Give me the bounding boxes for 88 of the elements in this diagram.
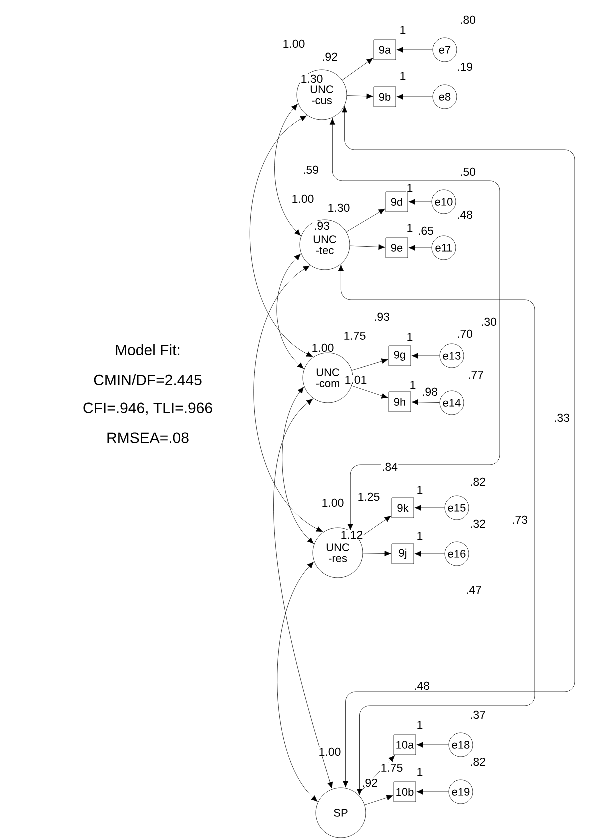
arrow bbox=[408, 199, 432, 205]
indicator-box: 9a bbox=[374, 40, 396, 60]
coefficient-label: 1 bbox=[406, 332, 414, 342]
coefficient-label: 1.25 bbox=[357, 492, 381, 502]
indicator-box: 9e bbox=[386, 238, 408, 258]
coefficient-label: .92 bbox=[321, 52, 339, 62]
arrow bbox=[414, 551, 445, 557]
arrow bbox=[396, 94, 433, 100]
coefficient-label: .70 bbox=[456, 329, 474, 339]
coefficient-label: 1 bbox=[416, 485, 424, 495]
coefficient-label: 1.75 bbox=[343, 331, 367, 341]
arrow bbox=[416, 742, 449, 748]
indicator-box: 9b bbox=[374, 86, 396, 108]
indicator-box: 9g bbox=[388, 346, 412, 366]
coefficient-label: 1 bbox=[406, 223, 414, 233]
coefficient-label: 1.75 bbox=[380, 763, 404, 773]
coefficient-label: .47 bbox=[465, 585, 483, 595]
coefficient-label: 1.00 bbox=[291, 194, 315, 204]
coefficient-label: .30 bbox=[480, 317, 498, 327]
coefficient-label: 1 bbox=[416, 767, 424, 777]
arrow bbox=[363, 550, 392, 557]
fit-statistic-text: RMSEA=.08 bbox=[108, 432, 189, 444]
indicator-box: 9k bbox=[392, 498, 414, 518]
coefficient-label: 1.12 bbox=[340, 530, 364, 540]
covariance-arrow bbox=[342, 106, 576, 788]
indicator-box: 9d bbox=[386, 192, 408, 212]
coefficient-label: .50 bbox=[459, 167, 477, 177]
coefficient-label: 1 bbox=[416, 531, 424, 541]
coefficient-label: .93 bbox=[313, 221, 331, 231]
covariance-arrow bbox=[338, 264, 536, 796]
arrow bbox=[412, 353, 440, 359]
coefficient-label: 1.01 bbox=[344, 375, 368, 385]
covariance-arrow bbox=[274, 398, 334, 789]
coefficient-label: .77 bbox=[467, 370, 485, 380]
coefficient-label: 1.00 bbox=[282, 39, 306, 49]
covariance-arrow bbox=[254, 266, 324, 532]
coefficient-label: .59 bbox=[302, 165, 320, 175]
coefficient-label: .65 bbox=[417, 226, 435, 236]
arrow bbox=[412, 400, 440, 406]
covariance-arrow bbox=[250, 116, 314, 358]
indicator-box: 10b bbox=[394, 782, 416, 802]
arrow bbox=[408, 245, 432, 251]
coefficient-label: 1.00 bbox=[321, 498, 345, 508]
coefficient-label: .93 bbox=[373, 312, 391, 322]
coefficient-label: .98 bbox=[421, 387, 439, 397]
arrow bbox=[414, 505, 445, 511]
arrow bbox=[416, 789, 449, 795]
coefficient-label: .73 bbox=[511, 515, 529, 525]
indicator-box: 9h bbox=[388, 392, 412, 412]
coefficient-label: .48 bbox=[456, 210, 474, 220]
indicator-box: 9j bbox=[392, 544, 414, 564]
coefficient-label: .19 bbox=[456, 62, 474, 72]
arrow bbox=[352, 358, 388, 371]
coefficient-label: .82 bbox=[469, 757, 487, 767]
coefficient-label: 1 bbox=[409, 380, 417, 390]
coefficient-label: 1.30 bbox=[300, 74, 324, 84]
coefficient-label: .84 bbox=[381, 462, 399, 472]
arrow bbox=[346, 208, 386, 232]
covariance-arrow bbox=[274, 104, 301, 236]
fit-statistic-text: CMIN/DF=2.445 bbox=[94, 374, 202, 386]
coefficient-label: 1 bbox=[416, 720, 424, 730]
arrow bbox=[396, 47, 433, 53]
arrow bbox=[352, 386, 388, 399]
fit-statistic-text: Model Fit: bbox=[116, 344, 180, 356]
arrow bbox=[347, 94, 374, 100]
coefficient-label: .80 bbox=[459, 15, 477, 25]
indicator-box: 10a bbox=[394, 734, 416, 756]
covariance-arrow bbox=[330, 118, 500, 531]
arrow bbox=[342, 58, 374, 81]
coefficient-label: .48 bbox=[413, 681, 431, 691]
covariance-arrow bbox=[277, 562, 318, 802]
arrow bbox=[358, 756, 396, 795]
covariance-arrow bbox=[276, 254, 304, 370]
coefficient-label: .82 bbox=[469, 477, 487, 487]
coefficient-label: 1 bbox=[399, 25, 407, 35]
coefficient-label: 1 bbox=[406, 183, 414, 193]
coefficient-label: .92 bbox=[361, 778, 379, 788]
coefficient-label: .32 bbox=[469, 519, 487, 529]
arrow bbox=[364, 795, 394, 806]
coefficient-label: 1.00 bbox=[311, 343, 335, 353]
coefficient-label: 1.30 bbox=[327, 203, 351, 213]
covariance-arrow bbox=[282, 387, 314, 544]
coefficient-label: 1 bbox=[399, 71, 407, 81]
fit-statistic-text: CFI=.946, TLI=.966 bbox=[84, 402, 212, 416]
coefficient-label: .37 bbox=[469, 710, 487, 720]
coefficient-label: 1.00 bbox=[318, 747, 342, 757]
arrow bbox=[350, 244, 386, 250]
coefficient-label: .33 bbox=[553, 413, 571, 423]
